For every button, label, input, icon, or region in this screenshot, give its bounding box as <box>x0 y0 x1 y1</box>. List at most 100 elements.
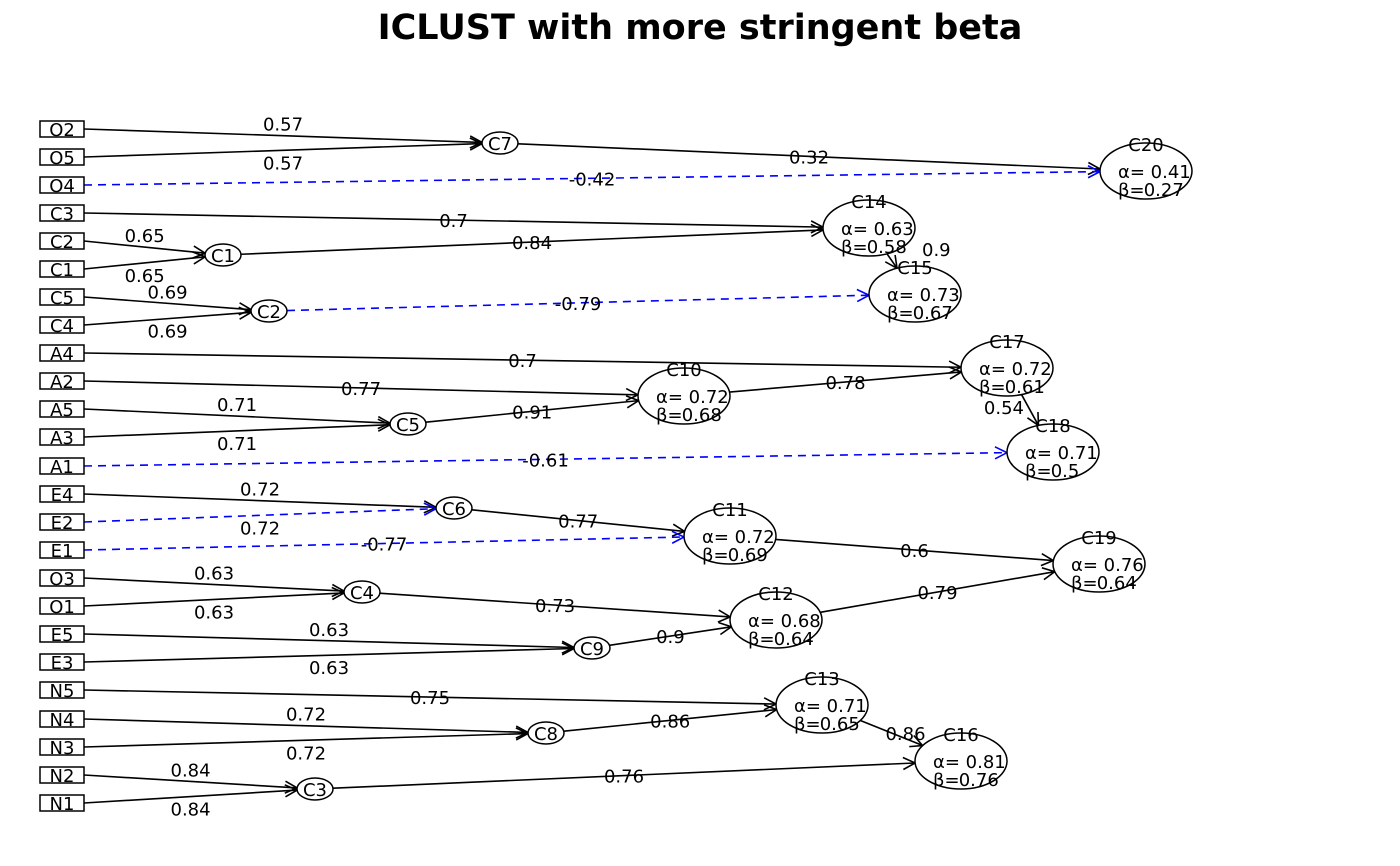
variable-label: E3 <box>51 653 74 674</box>
edge-line <box>83 425 390 438</box>
edge-line <box>83 240 205 253</box>
variable-box <box>39 681 85 699</box>
edge-line <box>83 128 482 142</box>
variable-n1: N1 <box>39 794 85 815</box>
edge-c14-c15 <box>887 253 897 268</box>
variable-box <box>39 738 85 756</box>
variable-o2: O2 <box>39 120 85 141</box>
edge-c1-c14 <box>240 230 823 256</box>
cluster-alpha: α= 0.72 <box>656 387 729 408</box>
variable-label: N4 <box>50 710 75 731</box>
edge-line <box>83 689 776 704</box>
edge-line <box>83 408 390 423</box>
cluster-beta: β= 0.5 <box>1025 461 1079 482</box>
variable-n4: N4 <box>39 710 85 731</box>
cluster-ellipse <box>729 591 823 649</box>
edge-line <box>517 142 1100 169</box>
cluster-alpha: α= 0.63 <box>841 219 914 240</box>
variable-o4: O4 <box>39 176 85 197</box>
cluster-beta: β= 0.68 <box>656 405 722 426</box>
edge-line <box>83 774 297 788</box>
edge-weight: 0.72 <box>240 518 280 539</box>
variable-label: A4 <box>50 344 74 365</box>
edge-line <box>729 372 962 393</box>
edge-weight: 0.77 <box>341 379 381 400</box>
cluster-label: C4 <box>350 583 374 604</box>
edge-weight: -0.77 <box>361 534 408 555</box>
edge-c7-c20 <box>517 142 1100 169</box>
cluster-label: C2 <box>257 302 281 323</box>
cluster-c8: C8 <box>527 721 565 745</box>
edge-c6-c11 <box>471 509 685 532</box>
edge-line <box>83 718 528 732</box>
variable-label: A5 <box>50 400 74 421</box>
edge-weight: 0.63 <box>194 564 234 585</box>
variable-label: N1 <box>50 794 75 815</box>
edge-c12-c19 <box>820 572 1055 614</box>
cluster-ellipse <box>573 636 611 660</box>
edge-line <box>83 734 528 748</box>
edge-weight: 0.69 <box>148 322 188 343</box>
edge-weight: 0.63 <box>194 602 234 623</box>
variable-a2: A2 <box>39 372 85 393</box>
edge-e1-c11 <box>83 537 684 551</box>
edge-weight: 0.32 <box>789 147 829 168</box>
cluster-c7: C7 <box>481 131 519 155</box>
variable-box <box>39 569 85 587</box>
edge-line <box>1020 394 1039 426</box>
edge-c13-c16 <box>860 719 922 745</box>
cluster-ellipse <box>389 412 427 436</box>
edge-o2-c7 <box>83 128 482 142</box>
edge-n3-c8 <box>83 734 528 748</box>
cluster-label: C12 <box>758 584 793 605</box>
variable-label: C3 <box>50 204 74 225</box>
cluster-alpha: α= 0.76 <box>1071 555 1144 576</box>
edge-line <box>83 509 436 523</box>
edge-c4-c2 <box>83 312 251 326</box>
edge-c10-c17 <box>729 372 962 393</box>
edge-n1-c3 <box>83 790 297 804</box>
variable-label: N5 <box>50 681 75 702</box>
edge-n2-c3 <box>83 774 297 788</box>
variable-label: C2 <box>50 232 74 253</box>
cluster-label: C11 <box>712 500 747 521</box>
edge-line <box>83 212 823 227</box>
edge-weight: 0.71 <box>217 434 257 455</box>
variable-a1: A1 <box>39 457 85 478</box>
cluster-beta: β= 0.61 <box>979 377 1045 398</box>
edge-a2-c10 <box>83 380 638 395</box>
cluster-label: C5 <box>396 415 420 436</box>
edge-line <box>471 509 685 532</box>
variable-label: A3 <box>50 428 74 449</box>
cluster-ellipse <box>204 243 242 267</box>
edge-weight: 0.84 <box>171 800 211 821</box>
variable-label: O4 <box>49 176 75 197</box>
variable-o5: O5 <box>39 148 85 169</box>
cluster-ellipse <box>960 339 1054 397</box>
edge-line <box>609 627 731 647</box>
variable-box <box>39 766 85 784</box>
cluster-c3: C3 <box>296 777 334 801</box>
edge-weight: 0.7 <box>508 351 537 372</box>
edge-weight: 0.65 <box>125 266 165 287</box>
cluster-ellipse <box>637 367 731 425</box>
edge-e4-c6 <box>83 493 436 507</box>
variable-label: C1 <box>50 260 74 281</box>
cluster-alpha: α= 0.81 <box>933 752 1006 773</box>
variable-box <box>39 400 85 418</box>
variable-box <box>39 260 85 278</box>
edge-c3-c16 <box>332 763 915 790</box>
variable-box <box>39 794 85 812</box>
variable-label: A2 <box>50 372 74 393</box>
edge-weight: 0.77 <box>558 512 598 533</box>
cluster-alpha: α= 0.73 <box>887 285 960 306</box>
edge-c1-c1 <box>83 257 205 270</box>
cluster-label: C3 <box>303 780 327 801</box>
variable-box <box>39 288 85 306</box>
cluster-beta: β= 0.58 <box>841 237 907 258</box>
